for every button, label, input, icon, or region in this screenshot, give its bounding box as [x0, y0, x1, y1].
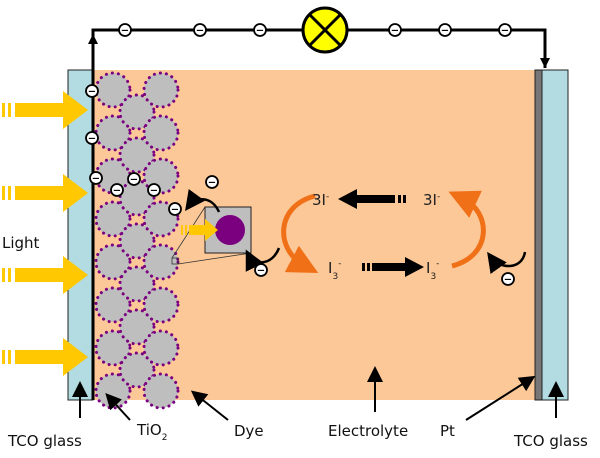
dye-molecule: [215, 215, 245, 245]
electron-icon: −: [254, 263, 268, 277]
electron-symbol: −: [504, 275, 512, 286]
tio2-particle: [118, 93, 156, 131]
electron-icon: −: [388, 23, 402, 37]
electron-icon: −: [118, 23, 132, 37]
electron-symbol: −: [88, 87, 96, 98]
electron-icon: −: [501, 272, 515, 286]
tio2-particle: [118, 265, 156, 303]
tco-glass-right: [541, 69, 569, 401]
lamp-icon: [301, 6, 349, 54]
pt-layer: [534, 69, 543, 401]
electron-symbol: −: [257, 266, 265, 277]
triiodide-left: I3-: [328, 259, 341, 282]
light-arrow: [2, 91, 88, 129]
electron-icon: −: [168, 202, 182, 216]
electron-symbol: −: [130, 175, 138, 186]
iodide-right: 3I-: [423, 191, 440, 209]
electron-icon: −: [85, 84, 99, 98]
electrolyte-label: Electrolyte: [328, 422, 408, 440]
tio2-particle: [142, 243, 180, 281]
tio2-particle: [142, 114, 180, 152]
electron-icon: −: [89, 171, 103, 185]
tio2-particle: [94, 71, 132, 109]
electron-icon: −: [147, 183, 161, 197]
diffusion-arrow-left: [338, 189, 406, 209]
electron-symbol: −: [391, 26, 399, 37]
tco-glass-right-label: TCO glass: [513, 432, 588, 450]
dye-site-marker: [171, 257, 179, 265]
diffusion-arrow-right: [362, 257, 424, 277]
electron-icon: −: [438, 23, 452, 37]
electron-symbol: −: [88, 134, 96, 145]
reduction-arrow: [448, 190, 486, 269]
light-arrows: [2, 91, 88, 376]
dye-label: Dye: [234, 422, 264, 440]
electron-symbol: −: [113, 186, 121, 197]
tio2-particle: [142, 71, 180, 109]
electron-symbol: −: [171, 205, 179, 216]
tio2-particle: [94, 200, 132, 238]
electron-symbol: −: [121, 26, 129, 37]
light-arrow: [2, 338, 88, 376]
electron-symbol: −: [150, 186, 158, 197]
electron-icon: −: [110, 183, 124, 197]
tio2-particle: [94, 329, 132, 367]
light-arrow: [2, 174, 88, 212]
light-label: Light: [2, 234, 40, 252]
tio2-particle: [142, 286, 180, 324]
electron-icon: −: [193, 23, 207, 37]
cathode-arrow: [487, 251, 527, 275]
tio2-particle: [118, 351, 156, 389]
electron-symbol: −: [196, 26, 204, 37]
injection-arrow: [185, 188, 221, 213]
triiodide-right: I3-: [426, 259, 439, 282]
tio2-label: TiO2: [136, 421, 167, 443]
electron-symbol: −: [441, 26, 449, 37]
light-arrow: [2, 256, 88, 294]
tio2-particle: [142, 372, 180, 410]
circuit-wire: [91, 28, 547, 400]
electron-icon: −: [127, 172, 141, 186]
electron-symbol: −: [92, 174, 100, 185]
tio2-particle: [94, 114, 132, 152]
tco-glass-left-label: TCO glass: [7, 432, 82, 450]
regeneration-arrow: [245, 247, 281, 272]
tio2-particle: [94, 286, 132, 324]
tio2-particle: [94, 243, 132, 281]
electron-icon: −: [205, 175, 219, 189]
oxidation-arrow: [281, 193, 319, 274]
dye-light-arrow: [181, 219, 218, 241]
iodide-left: 3I-: [312, 191, 329, 209]
pt-label: Pt: [440, 422, 455, 440]
electron-icon: −: [498, 23, 512, 37]
electron-symbol: −: [501, 26, 509, 37]
tio2-particle: [118, 308, 156, 346]
tio2-particle: [118, 222, 156, 260]
electron-symbol: −: [256, 26, 264, 37]
tio2-particle: [118, 136, 156, 174]
electron-icon: −: [253, 23, 267, 37]
electron-icon: −: [85, 131, 99, 145]
electron-symbol: −: [208, 178, 216, 189]
tio2-particle: [142, 329, 180, 367]
